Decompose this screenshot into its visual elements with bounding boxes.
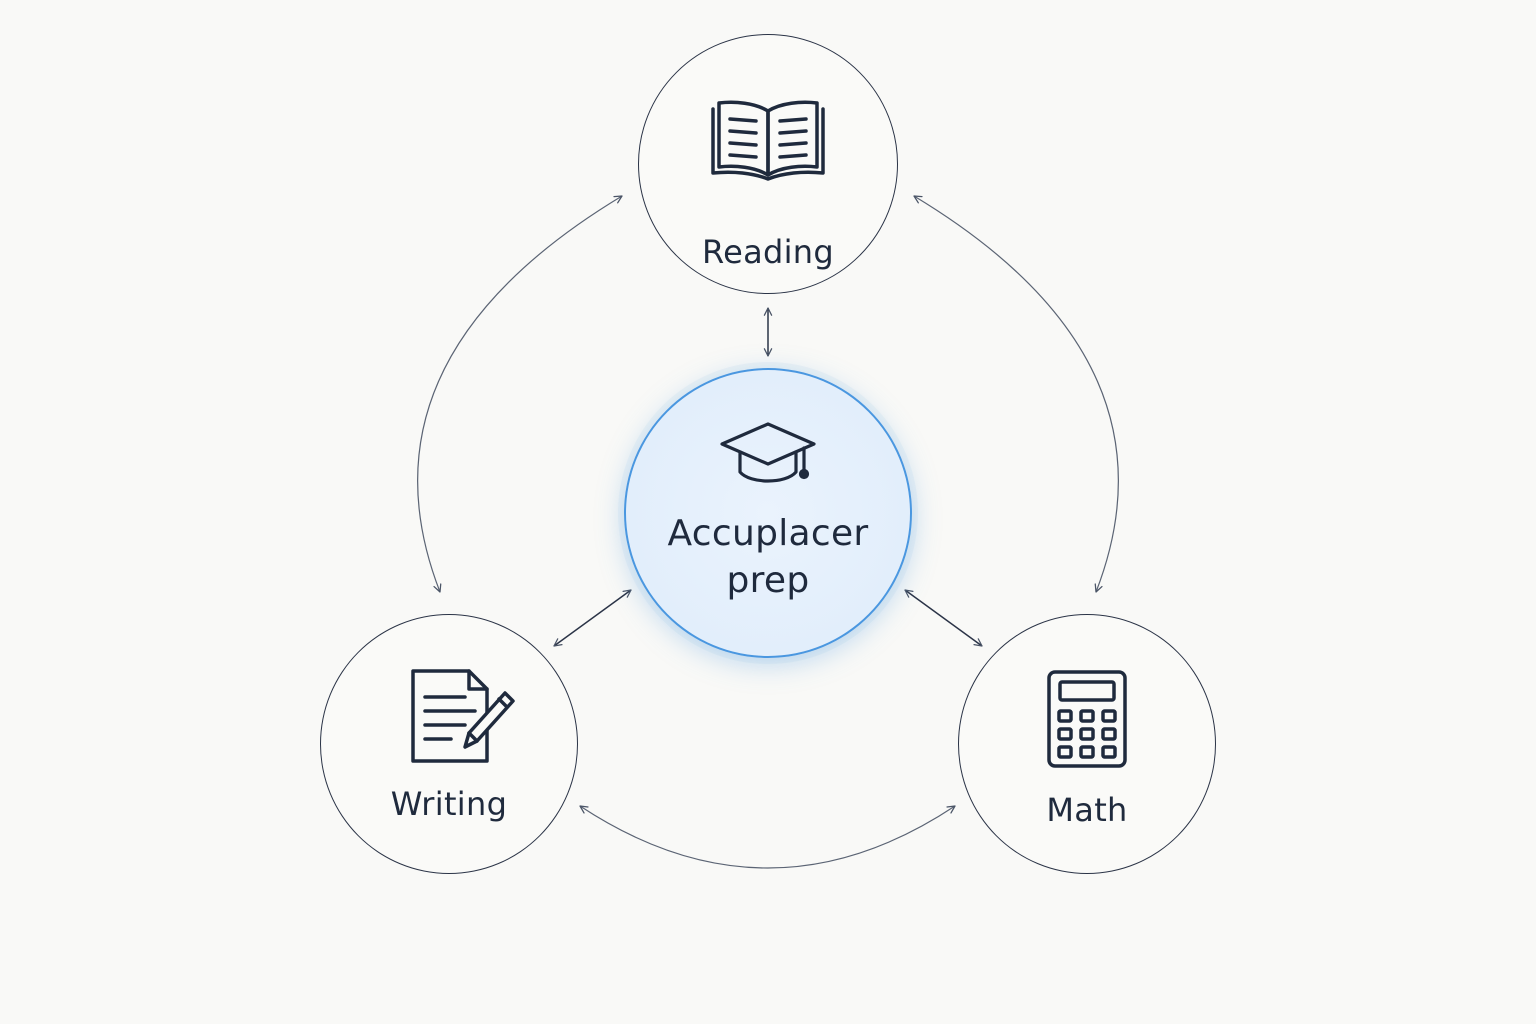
node-label-math: Math — [1046, 791, 1128, 829]
connector-writing-math — [579, 805, 956, 869]
graduation-cap-icon — [718, 418, 818, 494]
connector-writing-center — [553, 589, 632, 647]
document-pencil-icon — [409, 667, 519, 769]
node-reading: Reading — [638, 34, 898, 294]
connector-math-center — [904, 589, 983, 647]
center-label-line1: Accuplacer — [667, 513, 869, 554]
calculator-icon — [1046, 669, 1128, 773]
node-math: Math — [958, 614, 1216, 874]
connector-reading-writing — [417, 195, 623, 593]
center-label: Accuplacer prep — [626, 510, 910, 604]
open-book-icon — [711, 97, 825, 185]
node-label-writing: Writing — [390, 785, 508, 823]
node-writing: Writing — [320, 614, 578, 874]
node-label-reading: Reading — [702, 233, 834, 271]
center-label-line2: prep — [726, 560, 810, 601]
connector-reading-math — [913, 195, 1119, 593]
node-center-accuplacer-prep: Accuplacer prep — [624, 368, 912, 658]
